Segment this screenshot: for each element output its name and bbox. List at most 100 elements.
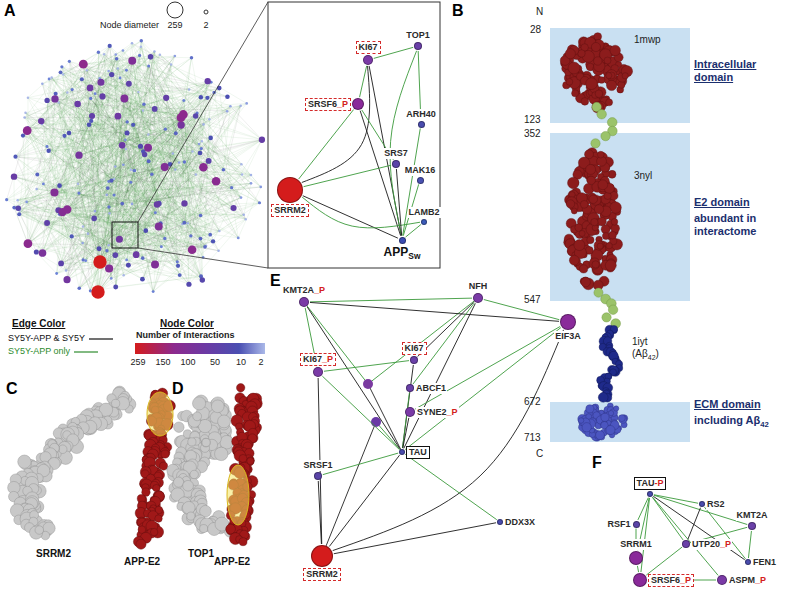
network-node <box>25 201 28 204</box>
network-node <box>125 259 128 262</box>
surface-atom <box>597 243 603 249</box>
surface-atom <box>589 258 600 269</box>
network-edge <box>63 212 205 247</box>
network-edge <box>25 113 117 116</box>
network-node <box>150 172 154 176</box>
network-node <box>202 123 205 126</box>
network-node <box>240 196 243 199</box>
network-node <box>106 186 110 190</box>
surface-atom <box>594 205 603 214</box>
network-node <box>212 177 221 186</box>
network-node <box>93 255 106 268</box>
network-edge <box>67 209 126 260</box>
network-edge <box>83 55 160 64</box>
network-node <box>94 210 97 213</box>
network-node <box>109 72 114 77</box>
network-node <box>163 95 169 101</box>
network-node <box>258 201 261 204</box>
network-node <box>124 139 127 142</box>
surface-atom <box>608 305 617 314</box>
network-node <box>141 256 145 260</box>
surface-atom <box>607 118 617 128</box>
network-node <box>198 151 203 156</box>
network-node <box>230 205 236 211</box>
network-edge <box>72 79 82 89</box>
network-node <box>63 205 71 213</box>
size-sample <box>204 10 208 14</box>
network-node <box>190 56 193 59</box>
network-node <box>107 244 110 247</box>
surface-atom <box>610 45 620 55</box>
network-edge <box>25 103 59 118</box>
network-edge <box>14 208 28 244</box>
surface-atom <box>606 73 612 79</box>
surface-atom <box>589 195 598 204</box>
network-node <box>81 242 84 245</box>
surface-atom <box>591 218 598 225</box>
network-node <box>77 192 80 195</box>
network-node <box>201 140 203 142</box>
network-node <box>12 206 16 210</box>
network-hairball <box>5 39 265 299</box>
network-edge <box>56 94 115 256</box>
network-node <box>91 216 97 222</box>
surface-atom <box>610 202 621 213</box>
network-node <box>107 70 110 73</box>
network-edge <box>101 82 227 111</box>
surface-atom <box>608 410 613 415</box>
network-edge <box>60 152 193 186</box>
network-edge <box>149 66 220 231</box>
network-edge <box>27 202 155 265</box>
surface-atom <box>602 313 611 322</box>
network-edge <box>47 98 91 223</box>
surface-atom <box>622 73 628 79</box>
network-edge <box>15 157 179 275</box>
network-edge <box>95 52 154 212</box>
network-edge <box>116 276 201 287</box>
app-structure <box>550 28 690 442</box>
network-node <box>188 88 191 91</box>
network-node <box>244 218 246 220</box>
network-node <box>82 258 85 261</box>
surface-atom <box>597 151 604 158</box>
network-edge <box>42 92 138 124</box>
network-node <box>142 103 145 106</box>
network-node <box>65 269 68 272</box>
network-node <box>23 116 26 119</box>
surface-atom <box>566 78 573 85</box>
network-node <box>89 113 95 119</box>
surface-atom <box>581 277 591 287</box>
network-node <box>131 203 134 206</box>
network-edge <box>47 55 140 146</box>
surface-atom <box>587 236 594 243</box>
network-edge <box>160 55 227 112</box>
network-node <box>50 188 58 196</box>
surface-atom <box>566 200 574 208</box>
network-node <box>160 245 163 248</box>
network-edge <box>219 219 245 231</box>
network-node <box>170 63 172 65</box>
network-edge <box>69 61 207 98</box>
network-node <box>142 152 147 157</box>
network-edge <box>42 64 83 84</box>
network-node <box>129 181 132 184</box>
network-edge <box>27 131 90 291</box>
network-node <box>13 155 17 159</box>
network-node <box>186 222 189 225</box>
network-edge <box>133 125 199 144</box>
surface-atom <box>578 50 585 57</box>
network-node <box>109 179 113 183</box>
network-edge <box>211 138 260 203</box>
network-node <box>142 109 144 111</box>
network-edge <box>138 92 160 223</box>
network-edge <box>47 125 133 224</box>
surface-atom <box>591 42 600 51</box>
surface-atom <box>592 261 599 268</box>
network-node <box>174 55 177 58</box>
network-node <box>130 169 132 171</box>
network-edge <box>87 70 180 275</box>
network-edge <box>111 133 176 278</box>
network-node <box>240 163 242 165</box>
network-node <box>50 76 52 78</box>
network-node <box>208 233 212 237</box>
